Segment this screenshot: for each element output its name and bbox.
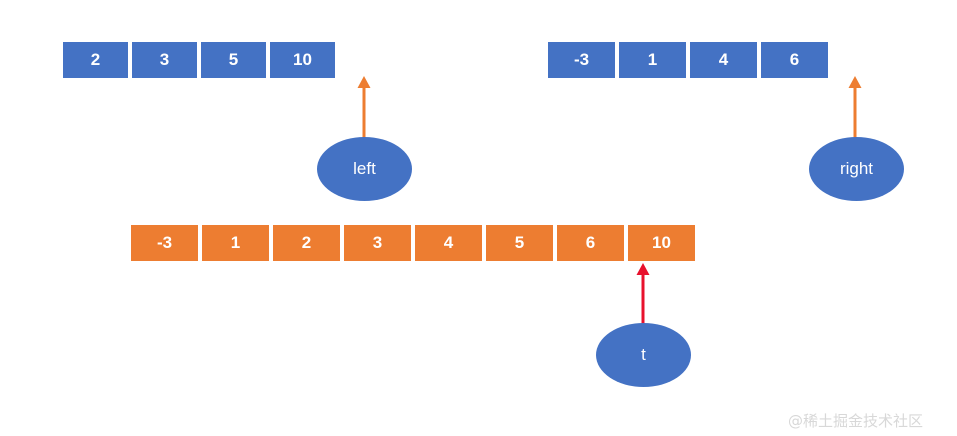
right-pointer: right — [809, 137, 904, 201]
array-cell: 2 — [62, 41, 129, 79]
right-pointer-label: right — [839, 159, 874, 178]
array-cell: 10 — [627, 224, 696, 262]
array-cell: 10 — [269, 41, 336, 79]
t-pointer-label: t — [641, 345, 646, 364]
array-cell: 6 — [556, 224, 625, 262]
left-pointer-arrow-icon — [357, 76, 371, 140]
array-cell: 3 — [343, 224, 412, 262]
right-pointer-arrow-icon — [848, 76, 862, 140]
array-cell: 3 — [131, 41, 198, 79]
array-cell: -3 — [547, 41, 616, 79]
t-pointer: t — [596, 323, 691, 387]
array-cell: 4 — [414, 224, 483, 262]
array-cell: 5 — [200, 41, 267, 79]
array-cell: 2 — [272, 224, 341, 262]
array-cell: 1 — [618, 41, 687, 79]
array-cell: -3 — [130, 224, 199, 262]
left-pointer-label: left — [353, 159, 376, 178]
left-pointer: left — [317, 137, 412, 201]
watermark-text: @稀土掘金技术社区 — [788, 412, 924, 430]
array-cell: 1 — [201, 224, 270, 262]
array-cell: 6 — [760, 41, 829, 79]
array-cell: 4 — [689, 41, 758, 79]
t-pointer-arrow-icon — [636, 263, 650, 326]
array-cell: 5 — [485, 224, 554, 262]
